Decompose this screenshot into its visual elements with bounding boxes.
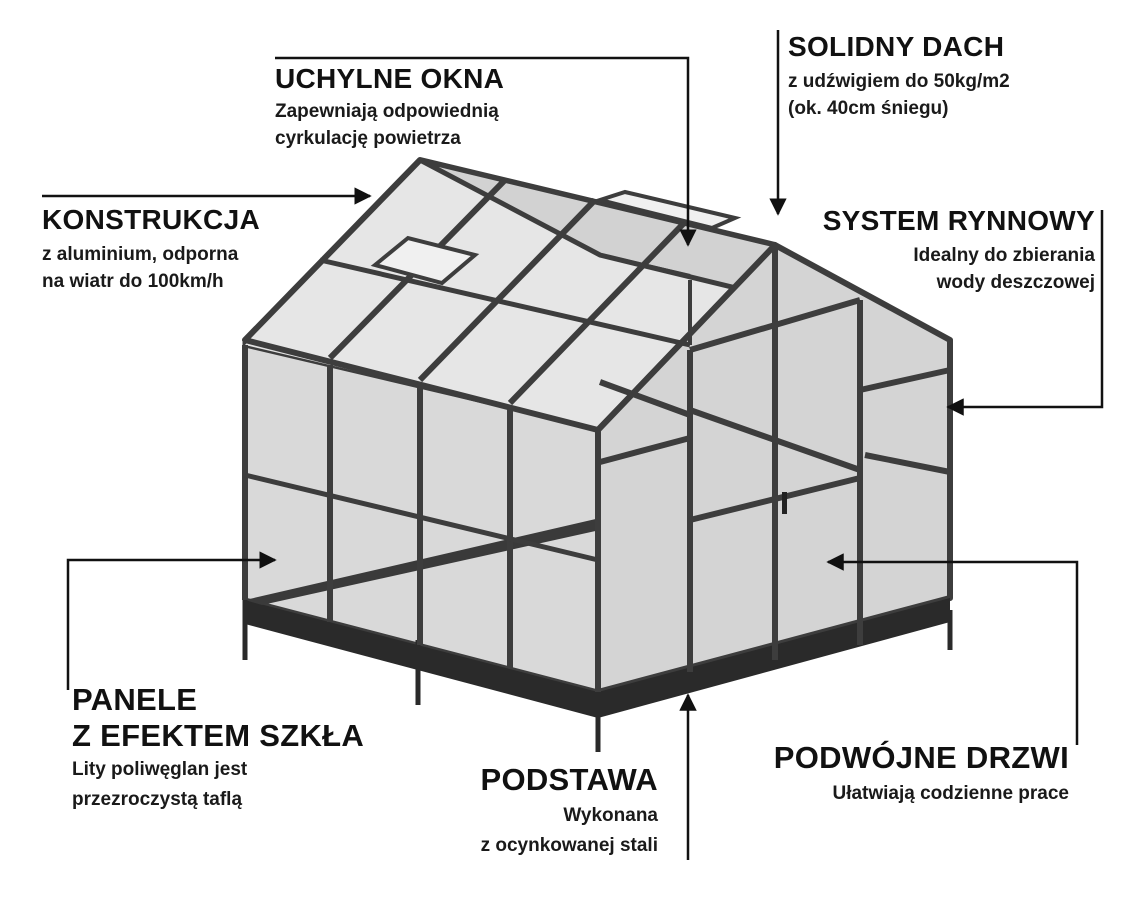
label-line: (ok. 40cm śniegu) bbox=[788, 98, 949, 119]
uchylne-okna-pointer bbox=[275, 56, 697, 247]
panele-pointer bbox=[66, 551, 277, 690]
label-line: z udźwigiem do 50kg/m2 bbox=[788, 71, 1010, 92]
label-uchylne-okna: UCHYLNE OKNA Zapewniają odpowiednią cyrk… bbox=[275, 62, 504, 152]
label-konstrukcja: KONSTRUKCJA z aluminium, odporna na wiat… bbox=[42, 203, 260, 295]
podwojne-drzwi-pointer bbox=[826, 553, 1079, 745]
label-system-rynnowy: SYSTEM RYNNOWY Idealny do zbierania wody… bbox=[823, 204, 1095, 296]
label-solidny-dach: SOLIDNY DACH z udźwigiem do 50kg/m2 (ok.… bbox=[788, 30, 1010, 122]
callout-lines bbox=[42, 30, 1104, 860]
greenhouse-illustration bbox=[242, 157, 953, 752]
label-line: Zapewniają odpowiednią bbox=[275, 101, 499, 122]
roof-window-left bbox=[370, 235, 480, 286]
label-line: z ocynkowanej stali bbox=[480, 835, 658, 856]
label-title: SYSTEM RYNNOWY bbox=[822, 205, 1095, 236]
roof-window-right bbox=[592, 189, 742, 231]
label-line: Ułatwiają codzienne prace bbox=[832, 783, 1069, 804]
door-handle bbox=[782, 492, 787, 514]
label-title: Z EFEKTEM SZKŁA bbox=[72, 718, 365, 753]
base-left bbox=[245, 600, 598, 718]
label-podwojne-drzwi: PODWÓJNE DRZWI Ułatwiają codzienne prace bbox=[774, 740, 1069, 807]
label-line: wody deszczowej bbox=[936, 272, 1095, 293]
label-line: Lity poliwęglan jest bbox=[72, 759, 248, 780]
label-line: z aluminium, odporna bbox=[42, 244, 239, 265]
label-title: KONSTRUKCJA bbox=[42, 204, 260, 235]
label-panele: PANELE Z EFEKTEM SZKŁA Lity poliwęglan j… bbox=[72, 682, 364, 813]
label-title: PODWÓJNE DRZWI bbox=[773, 740, 1069, 775]
label-line: Wykonana bbox=[563, 805, 658, 826]
label-line: cyrkulację powietrza bbox=[275, 128, 461, 149]
label-podstawa: PODSTAWA Wykonana z ocynkowanej stali bbox=[480, 762, 658, 859]
label-title: SOLIDNY DACH bbox=[788, 31, 1005, 62]
system-rynnowy-pointer bbox=[946, 210, 1104, 416]
label-line: na wiatr do 100km/h bbox=[42, 271, 224, 292]
label-title: UCHYLNE OKNA bbox=[275, 63, 505, 94]
label-line: przezroczystą taflą bbox=[72, 789, 243, 810]
label-title: PODSTAWA bbox=[480, 762, 658, 797]
label-line: Idealny do zbierania bbox=[913, 245, 1095, 266]
label-title: PANELE bbox=[72, 682, 198, 717]
